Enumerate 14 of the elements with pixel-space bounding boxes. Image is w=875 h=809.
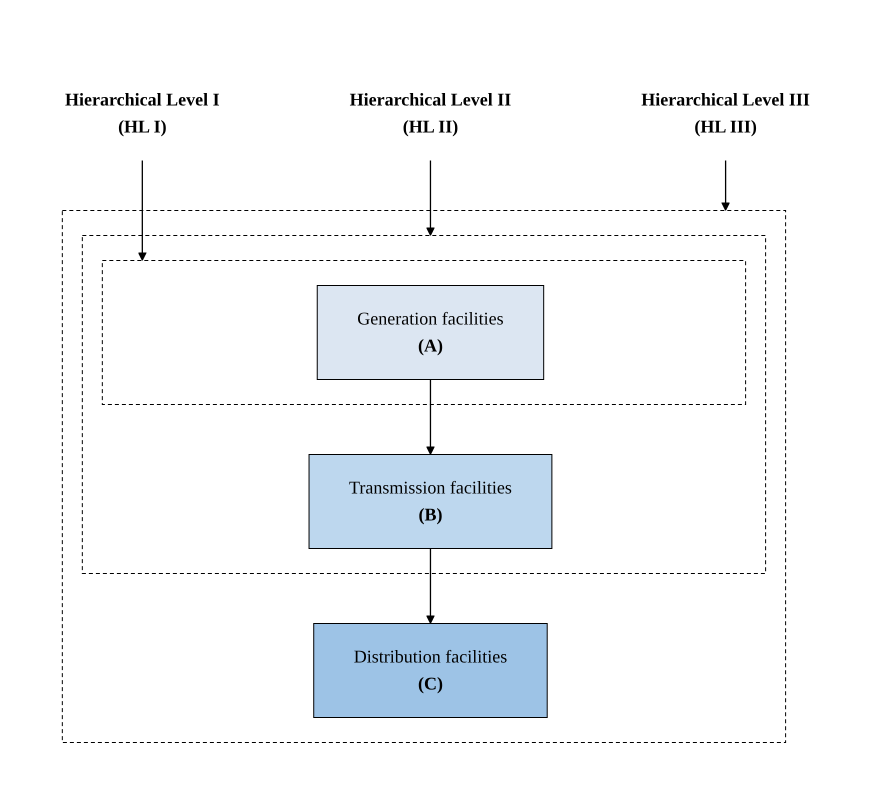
- node-text: Hierarchical Level II (HL II): [350, 90, 512, 136]
- arrow: [426, 380, 435, 455]
- node-box: Distribution facilities (C): [313, 623, 548, 718]
- node-box: Generation facilities (A): [316, 285, 544, 380]
- arrow: [426, 548, 435, 624]
- arrow: [138, 160, 147, 261]
- arrow: [426, 160, 435, 236]
- node-text: Hierarchical Level I (HL I): [65, 90, 220, 136]
- arrow: [721, 160, 730, 211]
- node-box: Transmission facilities (B): [308, 454, 552, 549]
- cluster: [62, 210, 786, 743]
- cluster: [102, 260, 746, 405]
- cluster: [82, 235, 766, 574]
- node-text: Hierarchical Level III (HL III): [641, 90, 810, 136]
